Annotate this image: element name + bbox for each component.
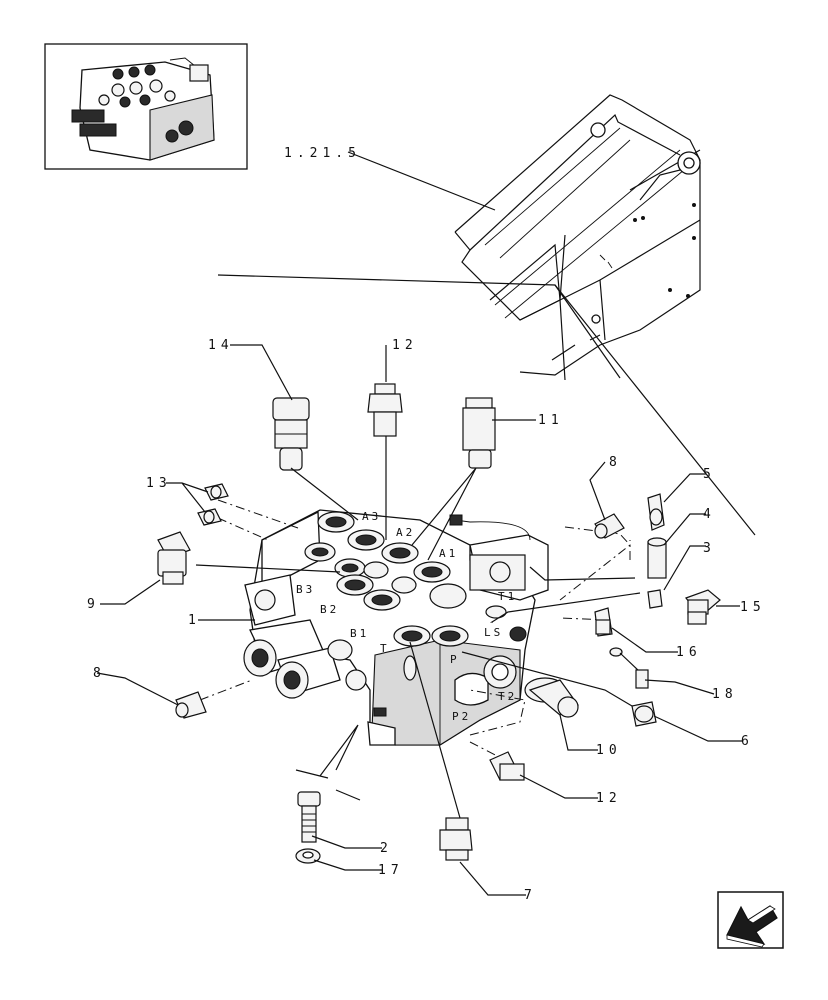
loader-frame-drawing bbox=[454, 94, 701, 381]
previous-page-button[interactable] bbox=[717, 891, 784, 949]
component-10-fitting[interactable] bbox=[524, 677, 579, 718]
solenoid-unit bbox=[449, 514, 549, 601]
port-label-P2: P2 bbox=[452, 710, 471, 723]
callout-12-bottom: 12 bbox=[596, 791, 622, 806]
port-label-A2: A2 bbox=[396, 526, 415, 539]
component-9-fitting[interactable] bbox=[157, 531, 191, 585]
port-label-B1: B1 bbox=[350, 627, 369, 640]
callout-10: 10 bbox=[596, 743, 622, 758]
port-label-B2: B2 bbox=[320, 603, 339, 616]
assembly-lines bbox=[199, 499, 631, 761]
port-A1 bbox=[413, 561, 451, 583]
port-label-LS: LS bbox=[484, 626, 503, 639]
component-15-elbow[interactable] bbox=[685, 589, 721, 625]
callout-ref-1-21-5: 1.21.5 bbox=[284, 146, 361, 161]
component-2-bolt[interactable] bbox=[297, 791, 321, 843]
callout-15: 15 bbox=[740, 600, 766, 615]
component-4-sleeve[interactable] bbox=[647, 537, 667, 579]
callout-labels: 1.21.5 14 12 11 13 8 5 4 3 9 1 15 16 8 1… bbox=[87, 146, 766, 903]
component-11-adapter[interactable] bbox=[462, 397, 496, 469]
callout-16: 16 bbox=[676, 645, 702, 660]
arrow-back-icon bbox=[726, 905, 778, 948]
component-16-fitting[interactable] bbox=[594, 607, 613, 637]
port-A2 bbox=[381, 542, 419, 564]
port-label-A1: A1 bbox=[439, 547, 458, 560]
port-label-T2: T2 bbox=[498, 690, 517, 703]
port-P bbox=[431, 625, 469, 647]
callout-3: 3 bbox=[703, 541, 716, 556]
port-T bbox=[393, 625, 431, 647]
callout-11: 11 bbox=[538, 413, 564, 428]
frame-reference-line-2 bbox=[554, 284, 621, 379]
port-label-T: T bbox=[380, 642, 390, 655]
component-14-adapter[interactable] bbox=[272, 397, 310, 471]
callout-6: 6 bbox=[741, 734, 754, 749]
callout-2: 2 bbox=[380, 841, 393, 856]
port-B3 bbox=[336, 574, 374, 596]
component-8-fitting-left[interactable] bbox=[175, 691, 207, 719]
callout-7: 7 bbox=[524, 888, 537, 903]
callout-4: 4 bbox=[703, 507, 716, 522]
callout-1: 1 bbox=[188, 613, 201, 628]
port-label-A3: A3 bbox=[362, 510, 381, 523]
thumbnail-valve-image bbox=[71, 57, 215, 161]
callout-14: 14 bbox=[208, 338, 234, 353]
spool-caps bbox=[243, 619, 367, 699]
callout-8-right: 8 bbox=[609, 455, 622, 470]
leader-lines bbox=[96, 151, 743, 896]
component-7-fitting[interactable] bbox=[439, 817, 473, 861]
component-18-lug[interactable] bbox=[609, 647, 649, 689]
component-12-fitting-bottom[interactable] bbox=[489, 751, 525, 781]
component-13-plugs[interactable] bbox=[197, 483, 229, 526]
component-3-plug[interactable] bbox=[647, 589, 663, 609]
callout-17: 17 bbox=[378, 863, 404, 878]
port-B2 bbox=[363, 589, 401, 611]
component-17-washer[interactable] bbox=[295, 848, 321, 864]
port-A3 bbox=[317, 511, 355, 533]
callout-12-top: 12 bbox=[392, 338, 418, 353]
component-12-fitting-top[interactable] bbox=[367, 383, 403, 437]
thumbnail-inset[interactable] bbox=[44, 43, 248, 170]
component-6-nut[interactable] bbox=[631, 701, 657, 727]
control-valve-body[interactable] bbox=[243, 509, 549, 746]
callout-13: 13 bbox=[146, 476, 172, 491]
port-labels: A3 A2 A1 B3 B2 B1 T1 T P LS T2 P2 bbox=[296, 510, 517, 723]
port-label-P: P bbox=[450, 653, 460, 666]
callout-9: 9 bbox=[87, 597, 100, 612]
callout-18: 18 bbox=[712, 687, 738, 702]
port-label-T1: T1 bbox=[498, 590, 517, 603]
component-5-valve[interactable] bbox=[647, 493, 665, 531]
port-label-B3: B3 bbox=[296, 583, 315, 596]
component-8-fitting-right[interactable] bbox=[594, 513, 625, 539]
callout-8-left: 8 bbox=[93, 666, 106, 681]
callout-5: 5 bbox=[703, 467, 716, 482]
